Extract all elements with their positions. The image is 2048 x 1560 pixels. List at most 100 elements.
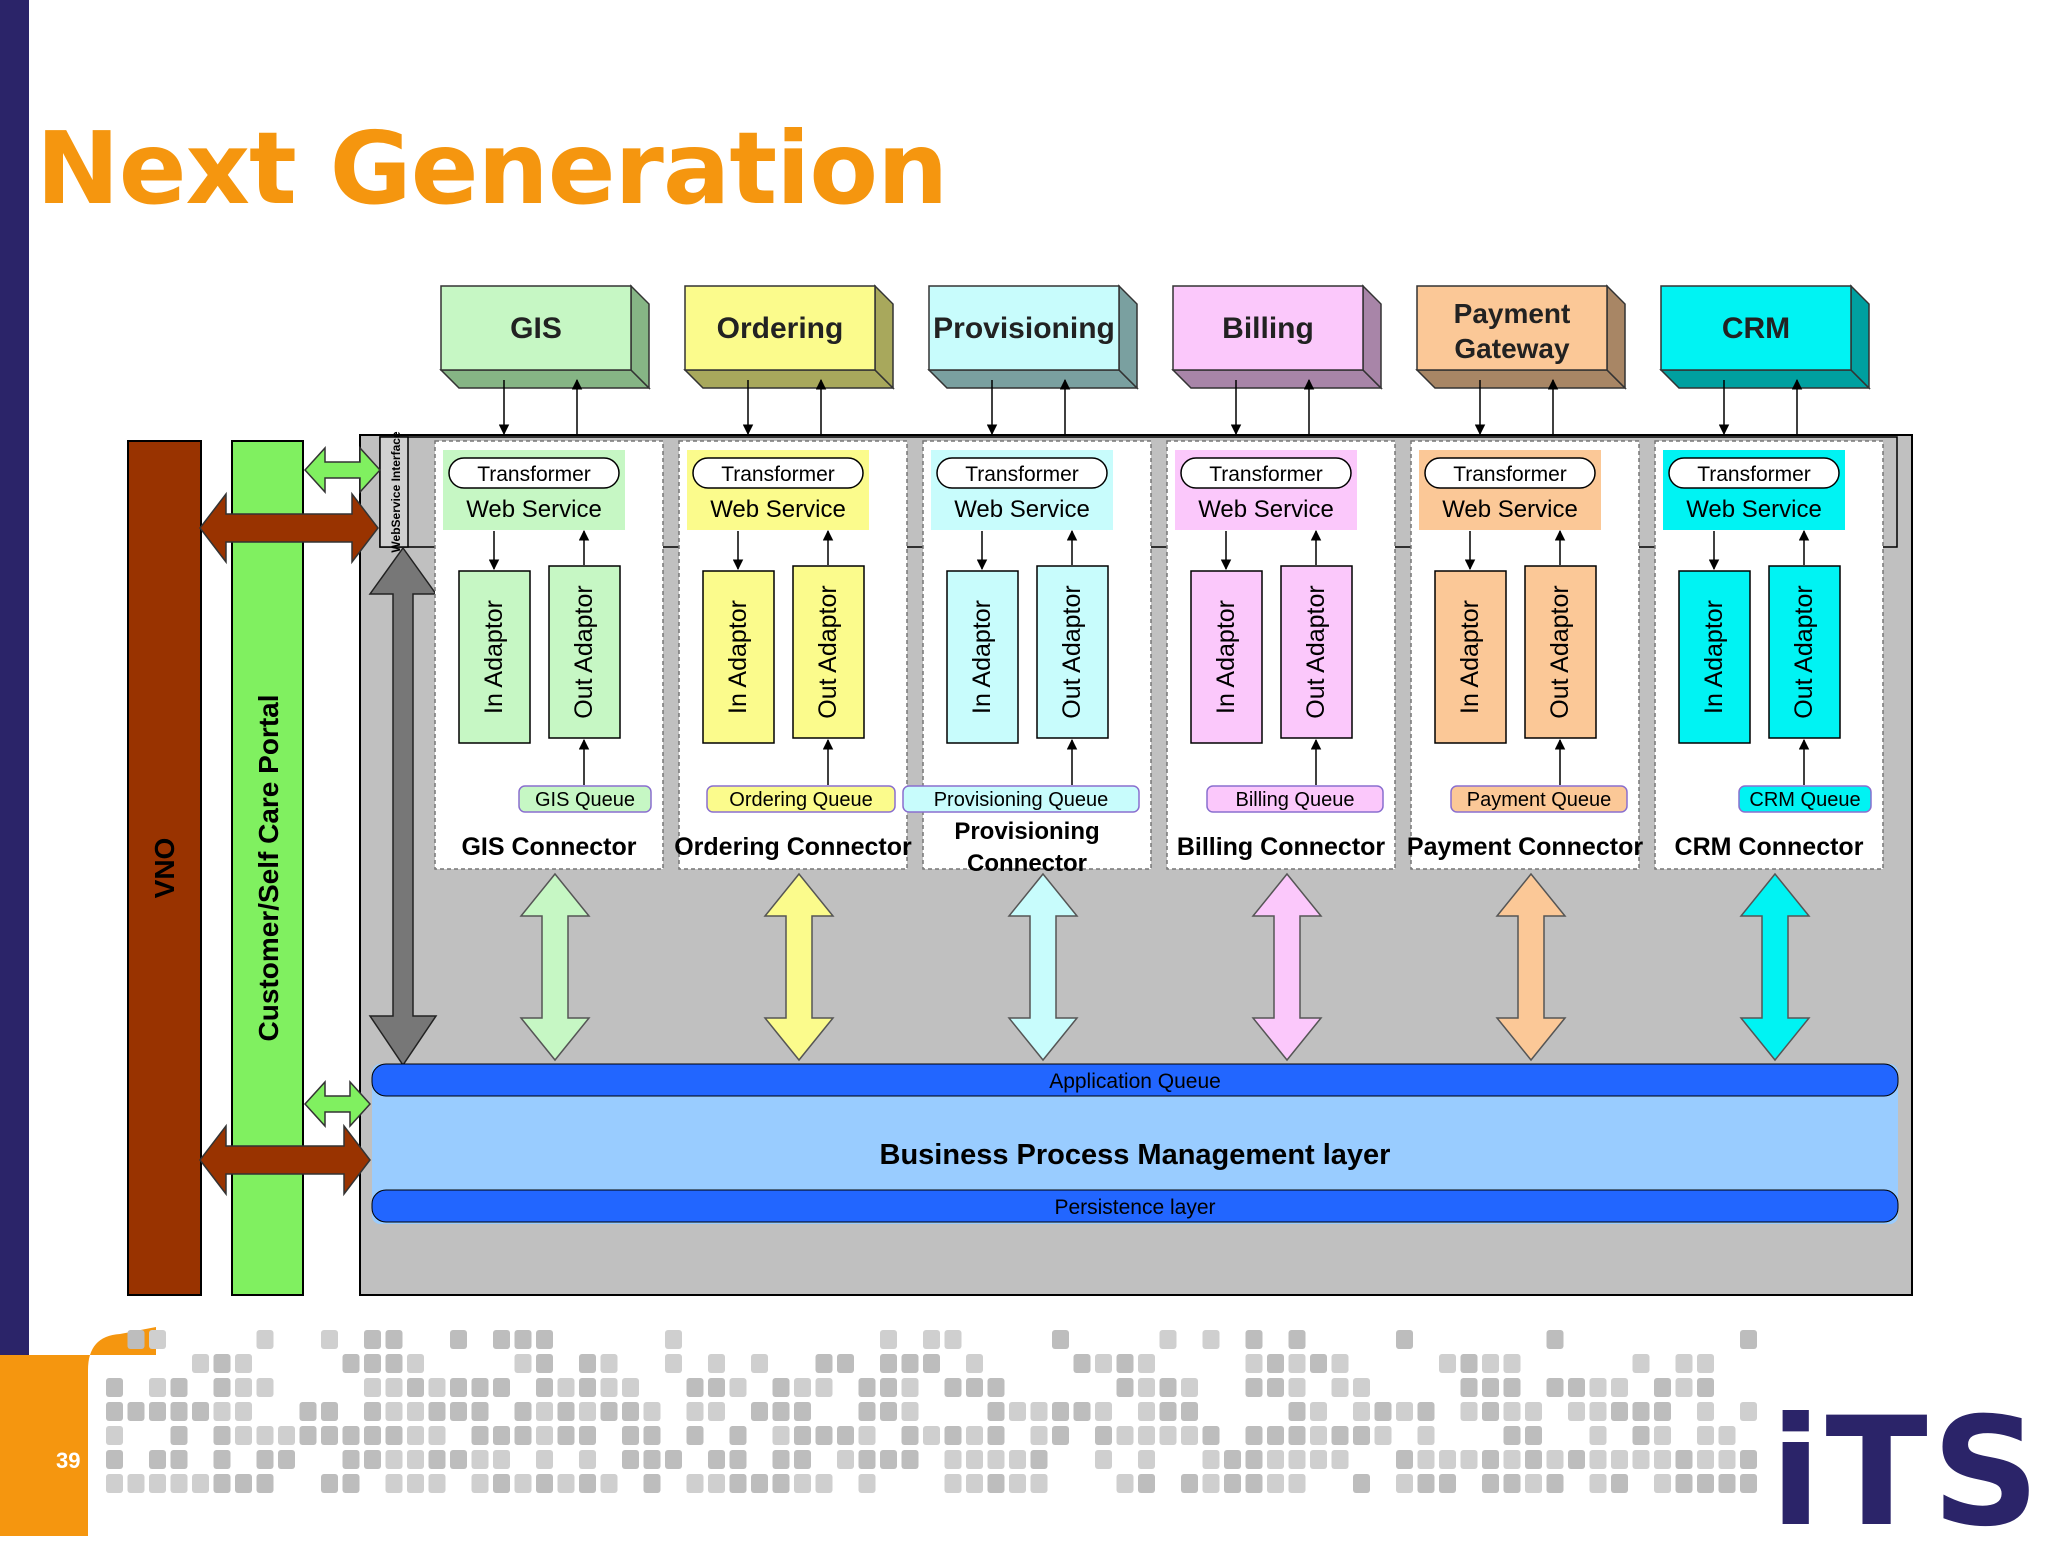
footer-pixel	[1654, 1474, 1671, 1493]
footer-pixel	[966, 1474, 983, 1493]
queue-box	[1206, 785, 1384, 813]
footer-pixel	[428, 1402, 446, 1421]
footer-pixel	[1116, 1426, 1134, 1445]
footer-pixel	[944, 1450, 962, 1469]
footer-pixel	[1009, 1474, 1026, 1493]
footer-pixel	[858, 1474, 876, 1493]
footer-pixel	[514, 1402, 532, 1421]
footer-pixel	[1138, 1402, 1155, 1421]
footer-pixel	[1611, 1378, 1628, 1397]
footer-pixel	[450, 1450, 467, 1469]
connector-to-queue-arrow	[763, 872, 835, 1062]
footer-pixel	[600, 1474, 618, 1493]
footer-pixel	[880, 1330, 897, 1349]
out-adaptor-label: Out Adaptor	[570, 585, 598, 718]
footer-pixel	[901, 1378, 919, 1397]
queue-box	[706, 785, 896, 813]
footer-pixel	[385, 1402, 403, 1421]
footer-pixel	[729, 1378, 747, 1397]
footer-pixel	[1288, 1330, 1306, 1349]
footer-pixel	[600, 1402, 618, 1421]
footer-pixel	[579, 1402, 596, 1421]
footer-pixel	[837, 1450, 854, 1469]
footer-pixel	[149, 1402, 166, 1421]
system-box-side	[1118, 284, 1138, 390]
in-adaptor-label: In Adaptor	[724, 600, 752, 714]
footer-pixel	[1245, 1474, 1263, 1493]
footer-pixel	[643, 1474, 661, 1493]
in-adaptor-box	[458, 570, 531, 744]
system-label: CRM	[1722, 312, 1790, 345]
out-adaptor-label: Out Adaptor	[1546, 585, 1574, 718]
out-adaptor-label: Out Adaptor	[1302, 585, 1330, 718]
footer-pixel	[1009, 1402, 1026, 1421]
transformer-pill	[692, 457, 864, 489]
in-adaptor-box	[1190, 570, 1263, 744]
vno-to-bpm-arrow	[199, 1123, 371, 1197]
footer-pixel	[1288, 1402, 1306, 1421]
footer-pixel	[1331, 1378, 1349, 1397]
footer-pixel	[1718, 1450, 1736, 1469]
queue-label: Ordering Queue	[729, 789, 872, 811]
footer-pixel	[385, 1378, 403, 1397]
web-service-interface-box	[379, 436, 409, 548]
web-service-label: Web Service	[466, 496, 602, 523]
footer-pixel	[1331, 1426, 1349, 1445]
system-box-side	[1362, 284, 1382, 390]
footer-pixel	[1030, 1426, 1048, 1445]
footer-pixel	[1095, 1354, 1112, 1373]
connector-name: CRM Connector	[1675, 833, 1864, 861]
footer-pixel	[428, 1474, 446, 1493]
footer-pixel	[815, 1378, 833, 1397]
footer-pixel	[1052, 1402, 1069, 1421]
footer-pixel	[192, 1474, 209, 1493]
footer-pixel	[1310, 1450, 1327, 1469]
footer-pixel	[901, 1426, 919, 1445]
web-service-interface-label: WebService Interface	[389, 431, 403, 552]
footer-pixel	[1460, 1378, 1478, 1397]
footer-pixel	[1675, 1378, 1693, 1397]
footer-pixel	[536, 1474, 553, 1493]
footer-pixel	[1503, 1354, 1521, 1373]
footer-pixel	[665, 1354, 682, 1373]
footer-pixel	[1030, 1474, 1048, 1493]
footer-pixel	[1589, 1426, 1607, 1445]
footer-pixel	[1589, 1402, 1607, 1421]
connector-name: Ordering Connector	[674, 833, 912, 861]
footer-pixel	[966, 1450, 983, 1469]
connector-name: Connector	[967, 850, 1087, 877]
system-label: Gateway	[1454, 333, 1570, 364]
footer-pixel	[1245, 1450, 1263, 1469]
footer-pixel	[1116, 1354, 1134, 1373]
out-adaptor-box	[1280, 565, 1353, 739]
footer-pixel	[235, 1354, 252, 1373]
footer-pixel	[256, 1378, 274, 1397]
queue-box	[518, 785, 652, 813]
footer-pixel	[1288, 1450, 1306, 1469]
footer-pixel	[1245, 1354, 1263, 1373]
system-label: GIS	[510, 312, 562, 345]
footer-pixel	[106, 1402, 123, 1421]
bpm-layer-label: Business Process Management layer	[880, 1139, 1391, 1171]
footer-pixel	[1525, 1450, 1542, 1469]
footer-pixel	[235, 1402, 252, 1421]
queue-label: Provisioning Queue	[934, 789, 1109, 811]
footer-pixel	[1546, 1378, 1564, 1397]
footer-pixel	[1417, 1426, 1435, 1445]
transformer-pill	[1424, 457, 1596, 489]
footer-pixel	[1267, 1474, 1284, 1493]
footer-pixel	[708, 1378, 725, 1397]
footer-pixel	[837, 1354, 854, 1373]
footer-pixel	[256, 1330, 274, 1349]
footer-pixel	[450, 1402, 467, 1421]
footer-pixel	[1374, 1426, 1392, 1445]
footer-pixel	[1052, 1426, 1069, 1445]
footer-pixel	[1632, 1354, 1650, 1373]
footer-pixel	[1740, 1474, 1757, 1493]
footer-pixel	[557, 1378, 575, 1397]
footer-pixel	[1503, 1378, 1521, 1397]
footer-pixel	[1310, 1402, 1327, 1421]
footer-pixel	[106, 1450, 123, 1469]
system-box	[928, 285, 1120, 371]
footer-pixel	[213, 1378, 231, 1397]
